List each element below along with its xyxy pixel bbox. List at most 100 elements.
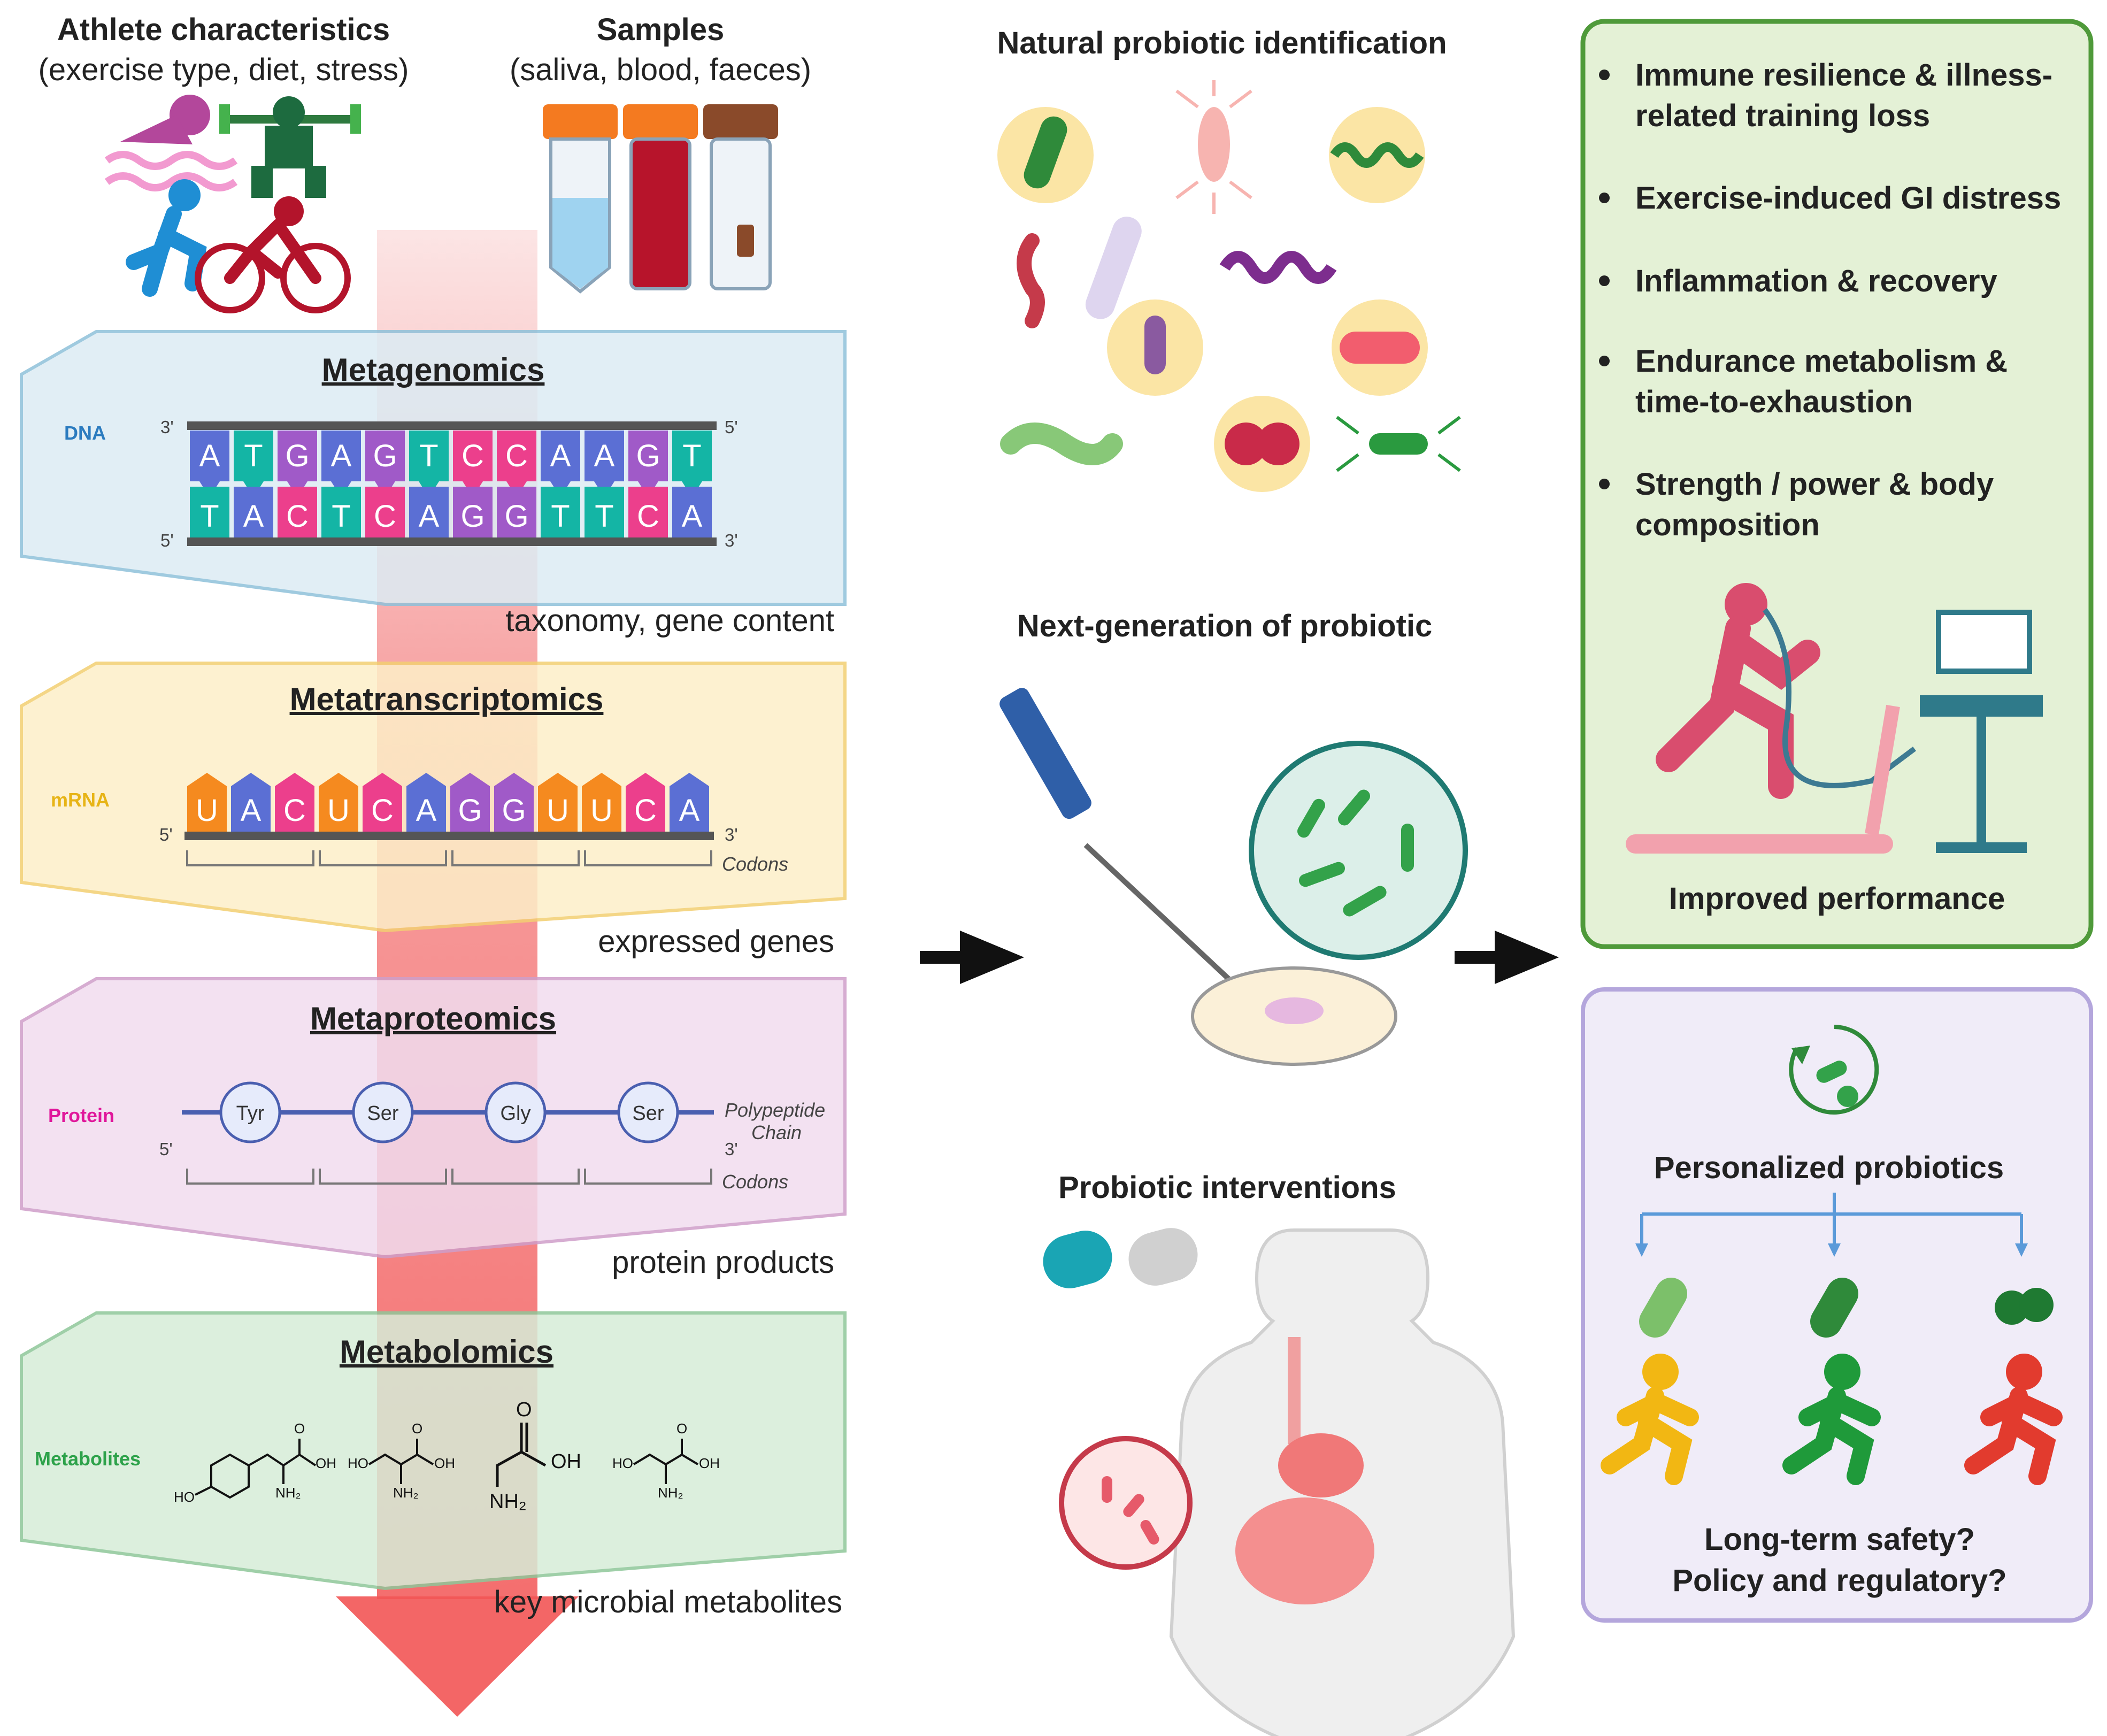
mrna-base xyxy=(187,773,227,832)
dna-top-base xyxy=(453,431,493,481)
outcome-line2: related training loss xyxy=(1635,98,1930,133)
dna-top-letter: A xyxy=(199,439,220,473)
mrna-base xyxy=(626,773,665,832)
swimmer-icon xyxy=(104,95,238,191)
bullet-dot xyxy=(1599,479,1610,489)
samples-title: Samples xyxy=(597,12,725,47)
dna-bottom-letter: T xyxy=(551,499,570,534)
mrna-base xyxy=(406,773,446,832)
layer-metatranscriptomics: Metatranscriptomics mRNA expressed genes… xyxy=(20,662,847,959)
dna-bottom-base xyxy=(628,487,668,537)
dna-bottom-letter: C xyxy=(286,499,309,534)
mrna-letter: C xyxy=(371,793,394,828)
mrna-base xyxy=(538,773,578,832)
amino-acid-label: Ser xyxy=(367,1102,398,1125)
weightlifter-icon xyxy=(219,96,361,198)
gly-nh2: NH₂ xyxy=(489,1491,527,1513)
strain-c-icon xyxy=(1995,1288,2054,1325)
tyrosine-structure: HO OH O NH₂ xyxy=(174,1420,336,1505)
codon-bracket xyxy=(319,1169,447,1185)
mrna-letter: G xyxy=(502,793,526,828)
outcomes-panel: Immune resilience & illness-related trai… xyxy=(1580,19,2094,949)
mrna-codon-brackets xyxy=(186,850,712,866)
mrna-end-5: 5' xyxy=(159,825,173,844)
polypeptide-chain xyxy=(182,1110,714,1115)
treadmill-test-icon xyxy=(1626,583,2043,854)
protein-codon-brackets xyxy=(186,1169,712,1185)
dna-top-letter: G xyxy=(285,439,309,473)
dna-top-letter: T xyxy=(244,439,263,473)
tyr-ho: HO xyxy=(174,1489,195,1505)
branch-connector xyxy=(1635,1193,2028,1257)
dna-top-letter: A xyxy=(550,439,571,473)
codon-bracket xyxy=(186,850,314,866)
dna-bottom-base xyxy=(672,487,712,537)
runner-icon xyxy=(1601,1354,1699,1485)
dna-bottom-strand xyxy=(187,537,717,546)
dna-top-base xyxy=(278,431,317,481)
ser1-o: O xyxy=(412,1420,422,1437)
amino-acid-node xyxy=(485,1081,547,1143)
athlete-subtitle: (exercise type, diet, stress) xyxy=(39,52,409,87)
caption-protein: protein products xyxy=(612,1245,834,1280)
ser1-nh2: NH₂ xyxy=(393,1485,419,1501)
dna-top-base xyxy=(365,431,405,481)
samples-subtitle: (saliva, blood, faeces) xyxy=(510,52,811,87)
mrna-strand xyxy=(184,832,714,840)
dna-bottom-letter: A xyxy=(419,499,440,534)
saliva-tube-icon xyxy=(543,104,618,294)
ser2-o: O xyxy=(676,1420,687,1437)
dna-bottom-base xyxy=(585,487,624,537)
dna-top-letter: G xyxy=(636,439,660,473)
dna-top-strand xyxy=(187,421,717,430)
dna-bottom-base xyxy=(409,487,449,537)
bullet-dot xyxy=(1599,70,1610,80)
mrna-base xyxy=(363,773,402,832)
layer-metagenomics: Metagenomics DNA taxonomy, gene content … xyxy=(20,330,847,638)
dna-top-letter: G xyxy=(373,439,397,473)
mrna-letter: U xyxy=(327,793,350,828)
ser2-oh: OH xyxy=(699,1455,720,1471)
codon-bracket xyxy=(584,850,712,866)
mrna-base xyxy=(670,773,709,832)
personalized-runners xyxy=(1601,1354,2063,1485)
bullet-dot xyxy=(1599,275,1610,286)
dna-end-3-top: 3' xyxy=(160,417,174,437)
tyr-oh: OH xyxy=(316,1455,336,1471)
mrna-base xyxy=(582,773,621,832)
dna-bottom-letter: C xyxy=(637,499,659,534)
outcome-line1: Endurance metabolism & xyxy=(1635,344,2008,379)
serine-structure: HO OH O NH₂ xyxy=(348,1420,455,1501)
polypeptide-label-line1: Polypeptide xyxy=(725,1099,825,1121)
mrna-base xyxy=(450,773,490,832)
dna-bottom-base xyxy=(453,487,493,537)
codon-bracket xyxy=(584,1169,712,1185)
dna-top-base xyxy=(190,431,229,481)
dna-bottom-letter: A xyxy=(243,499,264,534)
layer-metatranscriptomics-title: Metatranscriptomics xyxy=(290,681,604,717)
dna-bottom-base xyxy=(278,487,317,537)
dna-top-base xyxy=(234,431,273,481)
runner-icon xyxy=(126,179,207,297)
layer-metabolomics: Metabolomics Metabolites key microbial m… xyxy=(20,1311,847,1619)
personalized-title: Personalized probiotics xyxy=(1654,1150,2004,1185)
mrna-label: mRNA xyxy=(51,789,110,811)
codon-bracket xyxy=(451,1169,580,1185)
amino-acid-node xyxy=(617,1081,679,1143)
mrna-letter: A xyxy=(241,793,262,828)
strain-a-icon xyxy=(1639,1278,1687,1338)
layer-metagenomics-title: Metagenomics xyxy=(322,352,545,388)
mrna-codons-label: Codons xyxy=(722,853,788,875)
dna-bottom-base xyxy=(190,487,229,537)
runner-icon xyxy=(1964,1354,2063,1485)
dna-bottom-base xyxy=(541,487,580,537)
mrna-end-3: 3' xyxy=(725,825,738,844)
dna-bottom-base xyxy=(497,487,536,537)
mrna-letter: A xyxy=(416,793,437,828)
question-policy: Policy and regulatory? xyxy=(1672,1563,2006,1598)
caption-metabolites: key microbial metabolites xyxy=(494,1585,842,1619)
arrow-to-middle xyxy=(920,931,1024,984)
runner-icon xyxy=(1782,1354,1881,1485)
dna-top-base xyxy=(409,431,449,481)
